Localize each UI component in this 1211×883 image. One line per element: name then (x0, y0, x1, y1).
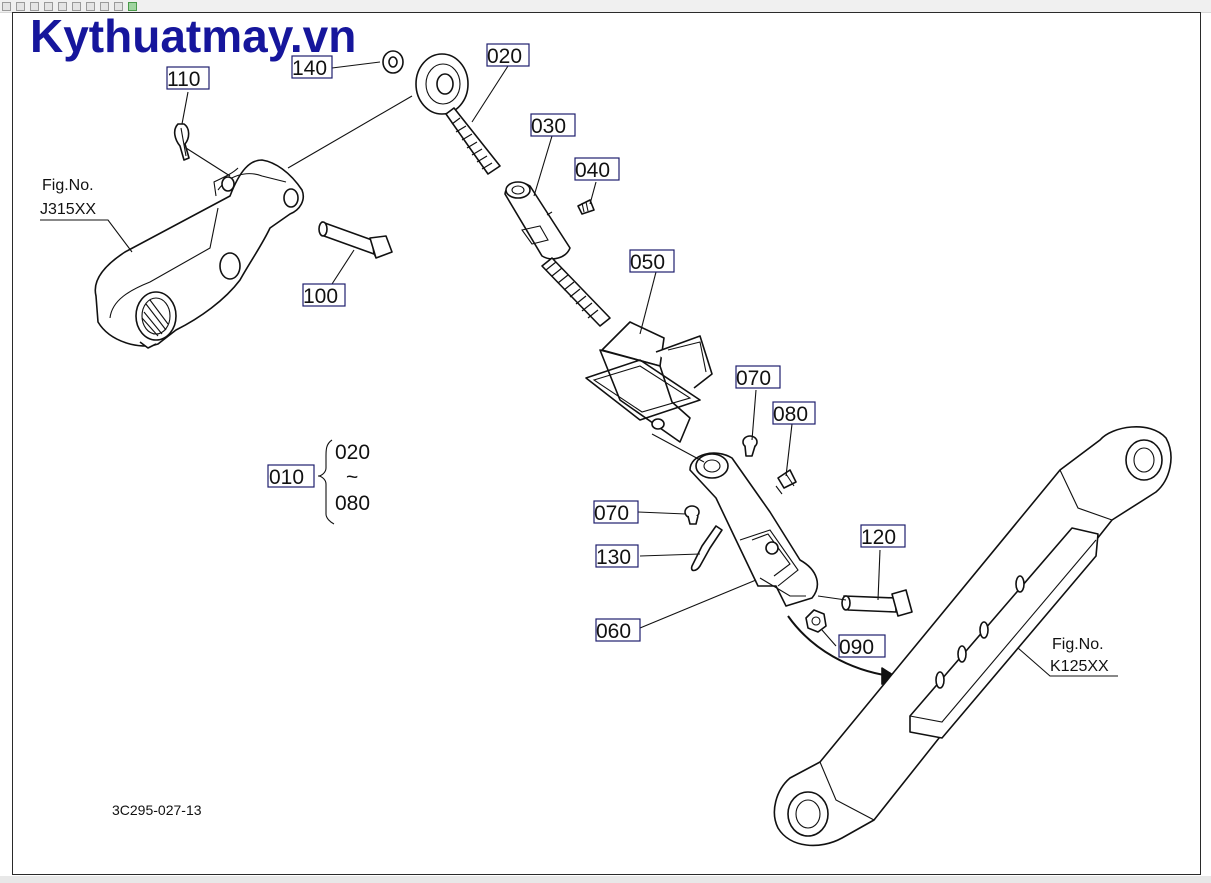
fig-ref-left-line2: J315XX (40, 201, 96, 218)
bracket-050 (585, 321, 713, 443)
toolbar-icon[interactable] (16, 2, 25, 11)
label-120: 120 (861, 526, 896, 549)
label-070-lower: 070 (594, 502, 629, 525)
turnbuckle-030 (504, 181, 611, 327)
clip-110 (173, 123, 190, 161)
set-range-to: 080 (335, 492, 370, 515)
label-110: 110 (167, 68, 200, 91)
pin-120 (841, 589, 913, 617)
bolt-070-lower (684, 505, 700, 525)
set-range-from: 020 (335, 441, 370, 464)
label-050: 050 (630, 251, 665, 274)
label-140: 140 (292, 57, 327, 80)
site-watermark: Kythuatmay.vn (30, 10, 357, 62)
status-bar (0, 876, 1211, 883)
toolbar-icon[interactable] (100, 2, 109, 11)
fig-ref-right-line1: Fig.No. (1052, 636, 1104, 653)
leader-lines (40, 61, 1118, 677)
label-080: 080 (773, 403, 808, 426)
assembly-arrow (787, 615, 891, 677)
drawing-code: 3C295-027-13 (112, 802, 202, 818)
set-range-tilde: ~ (346, 466, 358, 489)
toolbar-icon[interactable] (58, 2, 67, 11)
toolbar-icon[interactable] (86, 2, 95, 11)
fig-ref-right-line2: K125XX (1050, 658, 1109, 675)
diagram-frame (12, 12, 1201, 875)
label-boxes (166, 43, 906, 658)
yoke-060 (689, 452, 819, 607)
label-020: 020 (487, 45, 522, 68)
toolbar-icon[interactable] (128, 2, 137, 11)
washer-140 (382, 50, 404, 74)
toolbar-icon[interactable] (72, 2, 81, 11)
rod-end-020 (415, 53, 501, 175)
lift-arm-left (94, 159, 305, 349)
bolt-070-upper (742, 435, 758, 457)
label-100: 100 (303, 285, 338, 308)
toolbar-icon[interactable] (114, 2, 123, 11)
pin-100 (318, 221, 393, 259)
label-060: 060 (596, 620, 631, 643)
set-range-bracket (317, 439, 335, 525)
label-040: 040 (575, 159, 610, 182)
label-070-upper: 070 (736, 367, 771, 390)
toolbar-icon[interactable] (2, 2, 11, 11)
label-090: 090 (839, 636, 874, 659)
label-010: 010 (269, 466, 304, 489)
label-130: 130 (596, 546, 631, 569)
nut-090 (805, 609, 827, 633)
toolbar-icon[interactable] (44, 2, 53, 11)
screw-040 (577, 199, 595, 215)
lower-link-right (773, 426, 1172, 847)
clip-130 (690, 525, 723, 572)
fig-ref-left-line1: Fig.No. (42, 177, 94, 194)
label-030: 030 (531, 115, 566, 138)
toolbar-icon[interactable] (30, 2, 39, 11)
